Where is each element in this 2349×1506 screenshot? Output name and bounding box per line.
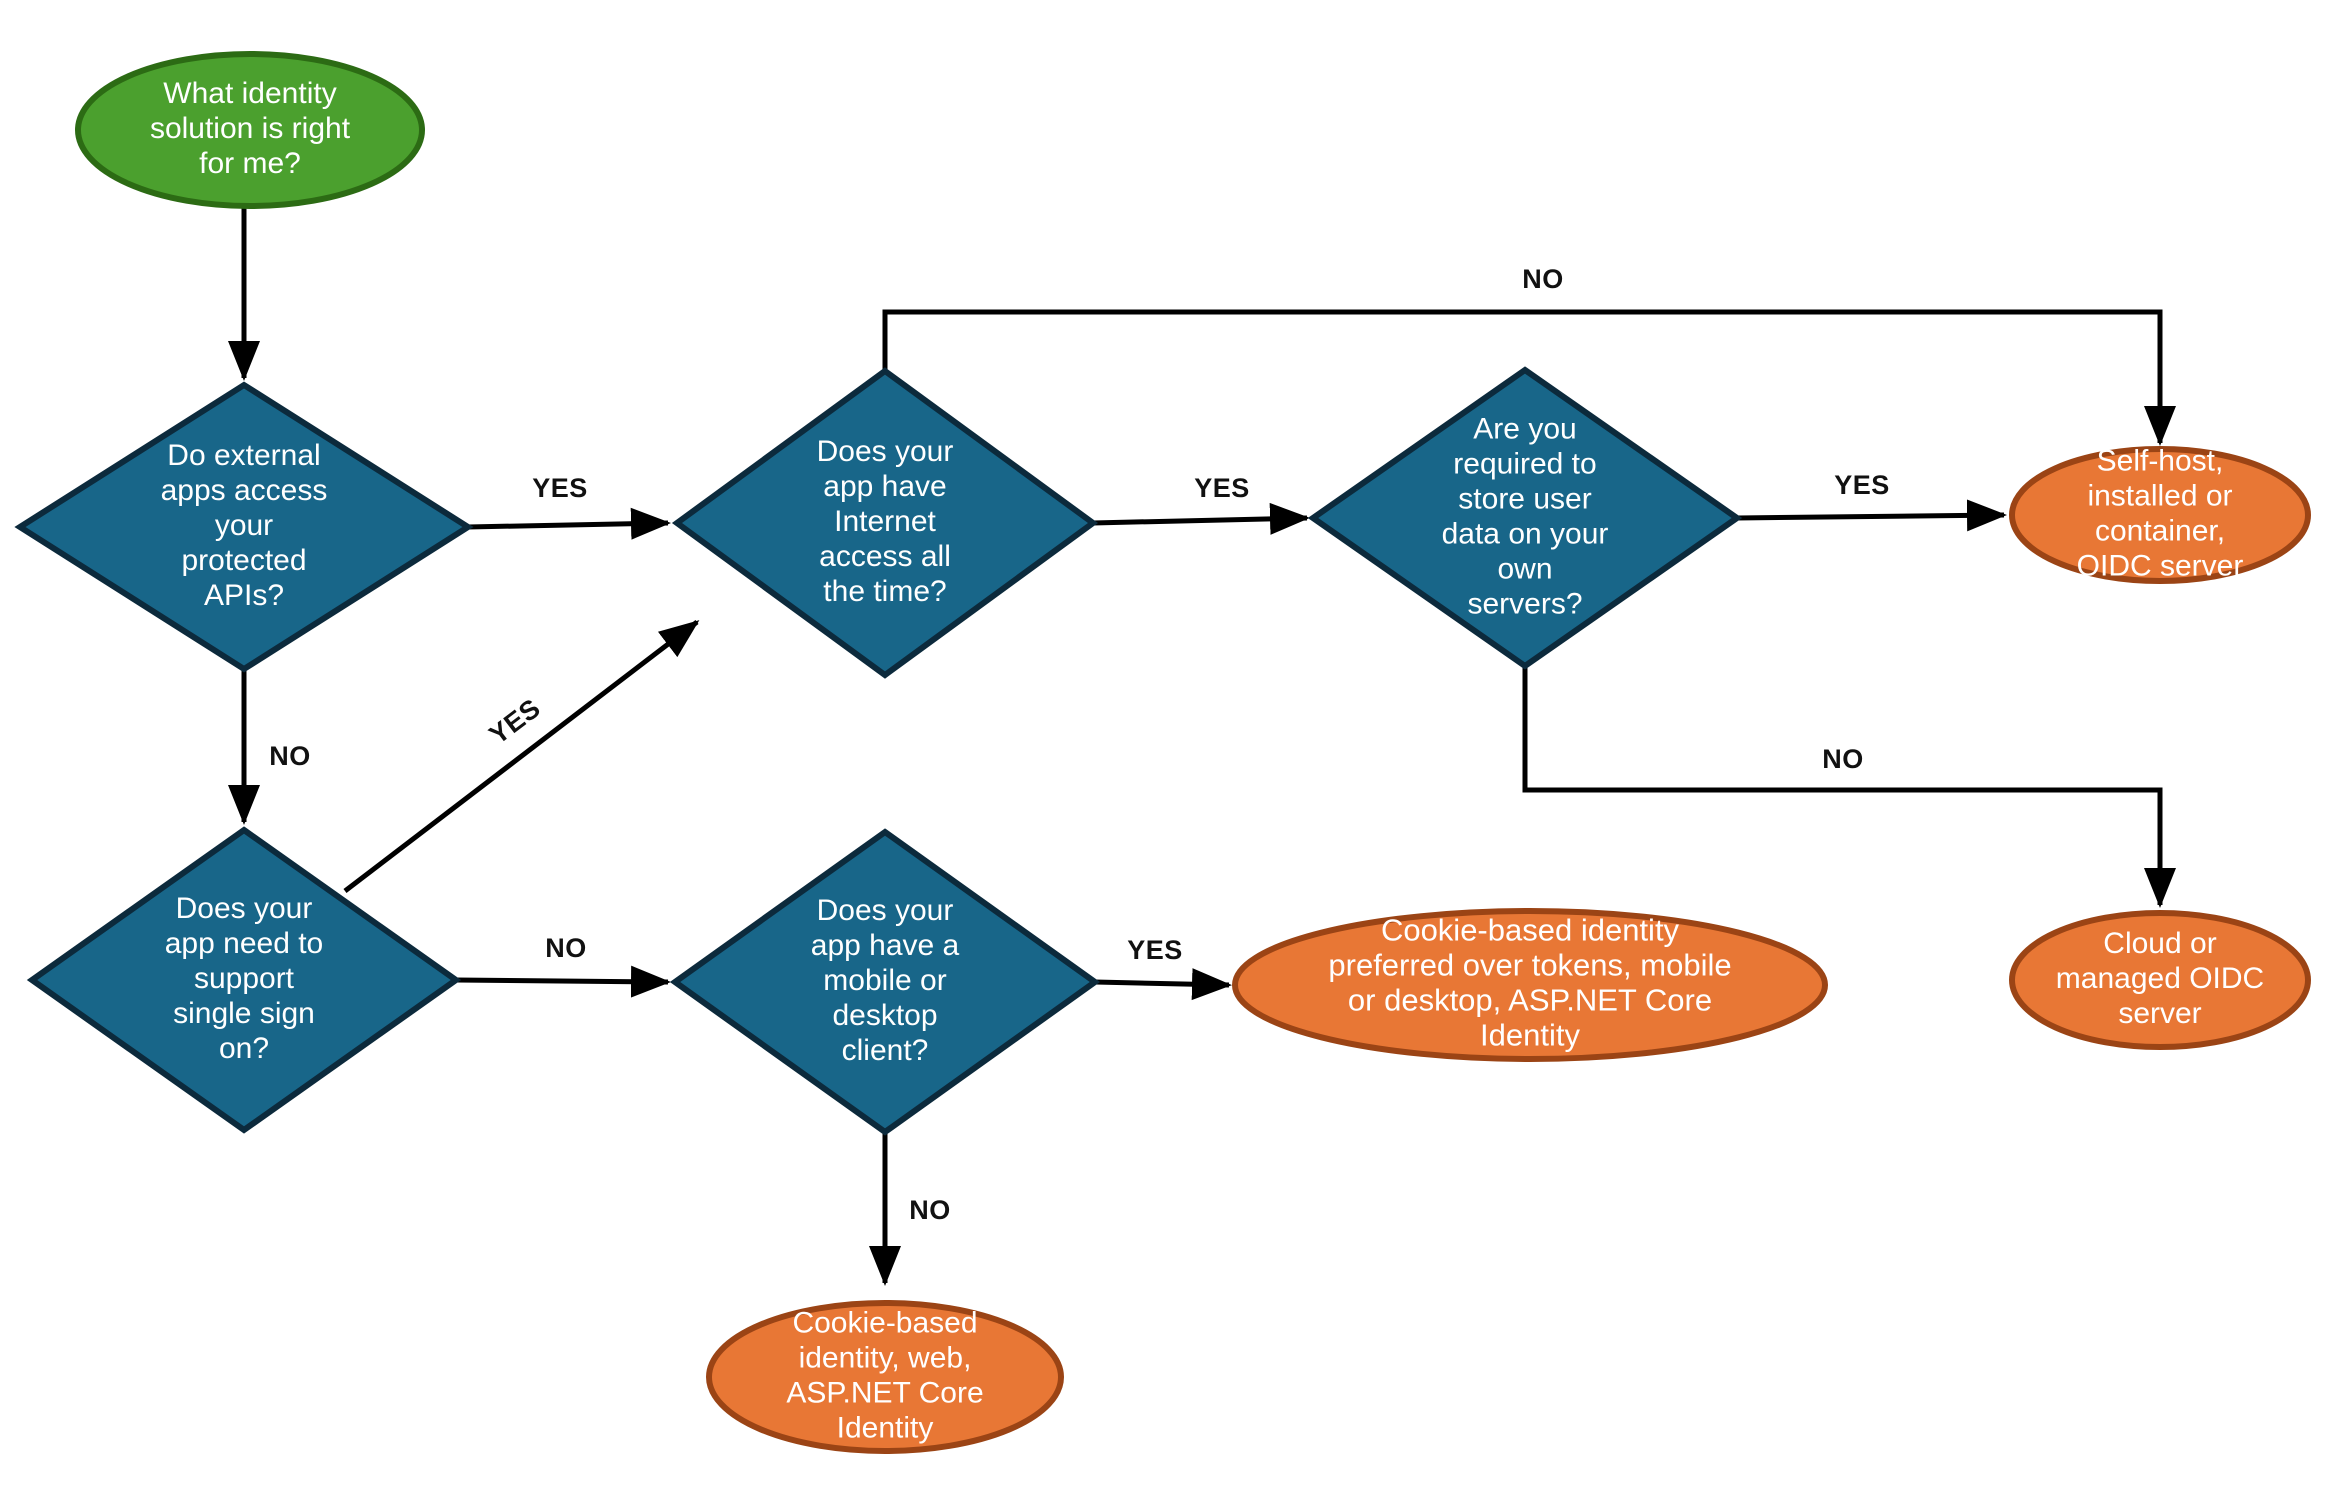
edge-layer: [228, 206, 2177, 1286]
edge-external-apis-no-to-sso-label: NO: [269, 741, 311, 771]
edge-store-data-no-to-cloud-oidc-label: NO: [1822, 744, 1864, 774]
edge-sso-yes-to-internet: [343, 620, 700, 893]
edge-internet-no-to-self-host-label: NO: [1522, 264, 1564, 294]
edge-external-apis-yes-to-internet: [467, 507, 671, 540]
edge-store-data-yes-to-self-host: [1736, 499, 2007, 532]
edge-mobile-desktop-no-to-cookie-web-label: NO: [909, 1195, 951, 1225]
node-start-identity-question-shape: [75, 51, 425, 209]
edge-internet-no-to-self-host: [882, 309, 2177, 446]
node-decision-single-sign-on-shape: [26, 826, 462, 1134]
node-outcome-cloud-managed-oidc-shape: [2009, 910, 2311, 1050]
edge-internet-yes-to-store-data: [1092, 502, 1310, 535]
edge-external-apis-yes-to-internet-label: YES: [532, 473, 588, 503]
node-decision-store-user-data-shape: [1307, 366, 1743, 670]
node-outcome-self-host-oidc-shape: [2009, 446, 2311, 584]
node-decision-internet-access-shape: [671, 367, 1099, 679]
node-decision-external-apis-shape: [14, 381, 474, 673]
edge-internet-yes-to-store-data-label: YES: [1194, 473, 1250, 503]
edge-mobile-desktop-yes-to-cookie-preferred-label: YES: [1127, 935, 1183, 965]
node-decision-mobile-desktop-client-shape: [669, 828, 1101, 1136]
node-outcome-cookie-preferred-mobile-desktop-shape: [1232, 908, 1828, 1062]
edge-store-data-no-to-cloud-oidc: [1522, 666, 2177, 908]
edge-sso-no-to-mobile-desktop-label: NO: [545, 933, 587, 963]
edge-mobile-desktop-yes-to-cookie-preferred: [1094, 968, 1232, 1001]
node-outcome-cookie-web-identity-shape: [706, 1300, 1064, 1454]
edge-sso-no-to-mobile-desktop: [455, 965, 671, 998]
edge-store-data-yes-to-self-host-label: YES: [1834, 470, 1890, 500]
